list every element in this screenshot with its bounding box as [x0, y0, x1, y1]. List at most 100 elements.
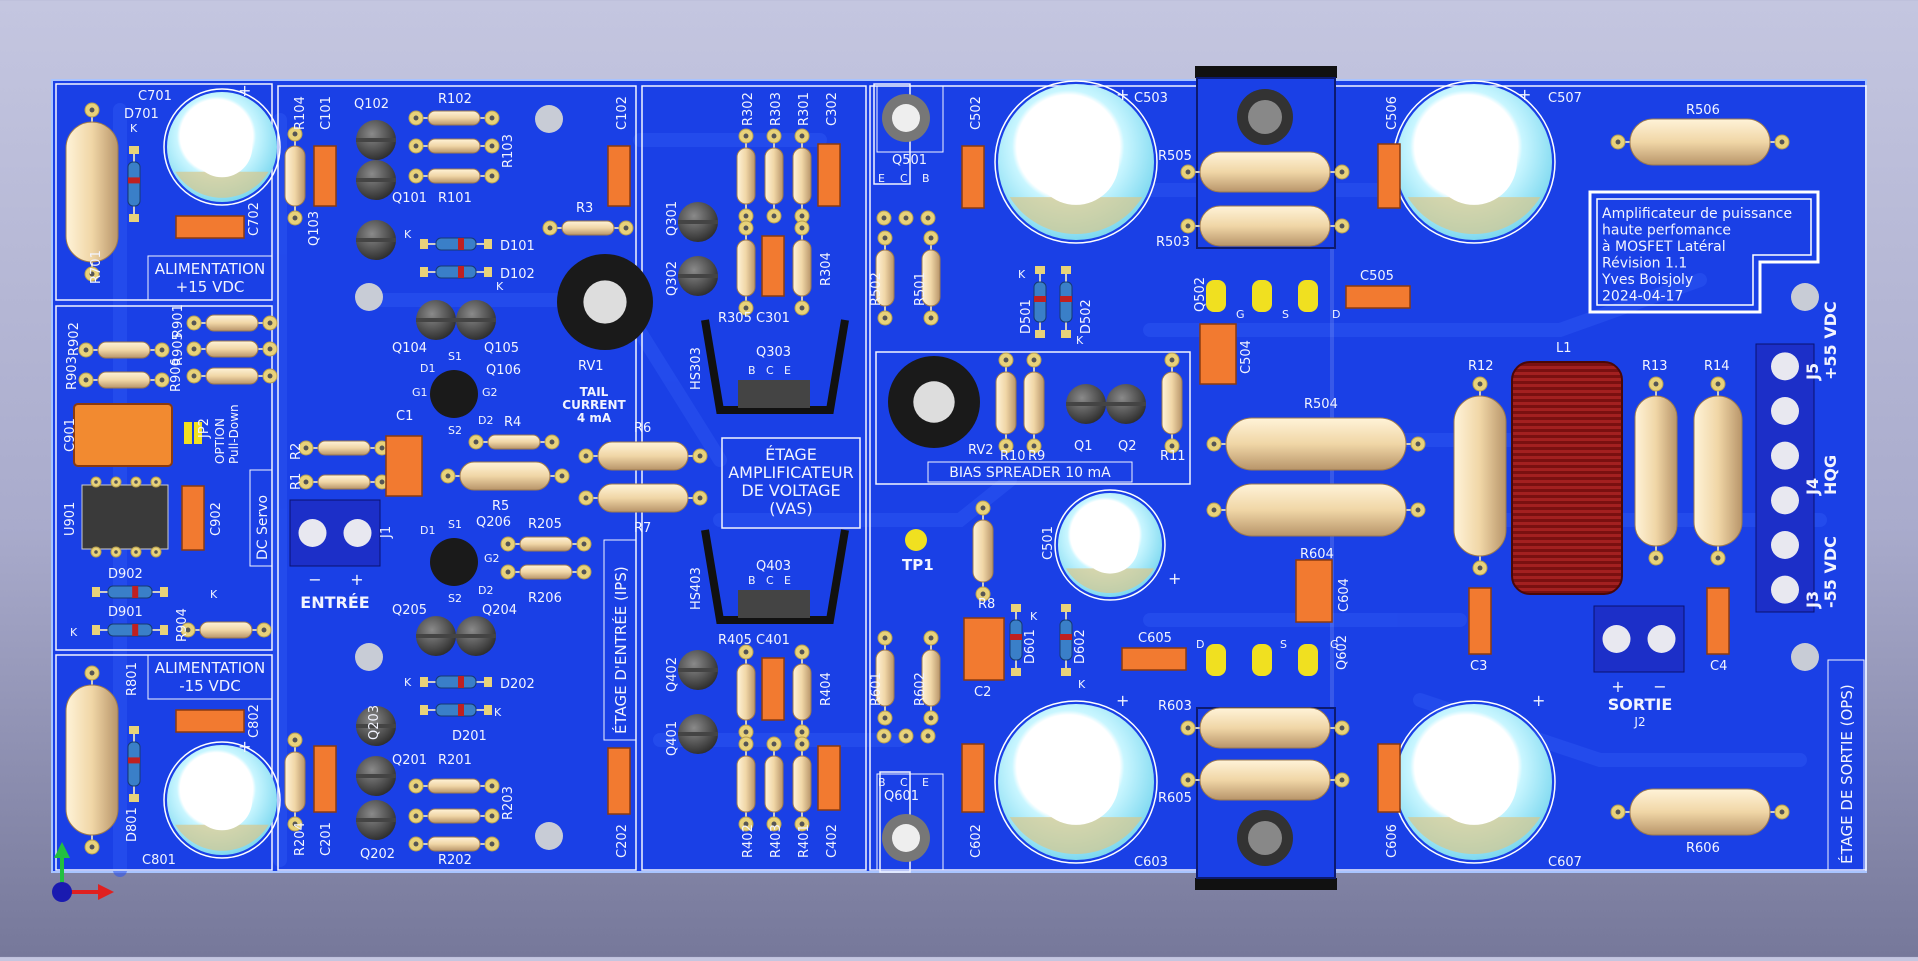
- ref-q204: Q204: [482, 603, 517, 618]
- section-title-dc-servo: DC Servo: [255, 495, 271, 560]
- section-title-ips: ÉTAGE D'ENTRÉE (IPS): [611, 566, 630, 734]
- resistor: [1634, 384, 1678, 558]
- smd-capacitor: [1706, 587, 1730, 655]
- ref-d202: D202: [500, 677, 535, 692]
- ref-c202: C202: [615, 824, 630, 858]
- diode: [1059, 604, 1073, 676]
- ref-q502: Q502: [1193, 277, 1208, 312]
- pin-label-g: G: [1236, 308, 1245, 321]
- diode: [420, 237, 492, 251]
- transistor: [1066, 384, 1106, 424]
- resistor: [508, 536, 584, 552]
- ref-r602: R602: [913, 672, 928, 706]
- ref-r2: R2: [289, 443, 304, 460]
- transistor: [356, 160, 396, 200]
- label-j3: J3-55 VDC: [1803, 536, 1840, 609]
- ref-q501: Q501: [892, 153, 927, 168]
- option-pulldown-label: OPTIONPull-Down: [213, 404, 241, 464]
- section-title-psu-neg: ALIMENTATION-15 VDC: [155, 659, 265, 695]
- ref-r605: R605: [1158, 791, 1192, 806]
- terminal-j3-j5-power: [1755, 343, 1815, 613]
- transistor: [456, 616, 496, 656]
- smd-capacitor: [385, 435, 423, 497]
- ref-r606: R606: [1686, 841, 1720, 856]
- ref-r12: R12: [1468, 359, 1494, 374]
- ref-r801: R801: [125, 662, 140, 696]
- ref-c505: C505: [1360, 269, 1394, 284]
- ref-d602: D602: [1073, 629, 1088, 664]
- pin-label-k: K: [494, 706, 502, 719]
- smd-capacitor: [961, 743, 985, 813]
- pin-label-s1: S1: [448, 518, 462, 531]
- ref-r404: R404: [819, 672, 834, 706]
- ref-c603: C603: [1134, 855, 1168, 870]
- ref-r901: R901: [171, 304, 186, 338]
- resistor: [416, 808, 492, 824]
- terminal-j2-output: [1593, 605, 1685, 673]
- ref-q105: Q105: [484, 341, 519, 356]
- pin-label-d1: D1: [420, 362, 435, 375]
- ref-r11: R11: [1160, 449, 1186, 464]
- smd-capacitor: [1377, 743, 1401, 813]
- pin-label-plus: +: [1532, 691, 1545, 710]
- transistor: [356, 706, 396, 746]
- resistor: [586, 441, 700, 471]
- pin-label-s: S: [1280, 638, 1287, 651]
- ref-c501: C501: [1041, 526, 1056, 560]
- resistor: [284, 134, 306, 218]
- pin-label-s2: S2: [448, 424, 462, 437]
- smd-capacitor: [313, 145, 337, 207]
- electrolytic-capacitor: [994, 80, 1158, 244]
- resistor: [736, 228, 756, 308]
- resistor: [1618, 118, 1782, 166]
- resistor: [1023, 360, 1045, 446]
- transistor: [356, 800, 396, 840]
- ref-c201: C201: [319, 822, 334, 856]
- ref-q101: Q101: [392, 191, 427, 206]
- ref-r7: R7: [634, 521, 651, 536]
- resistor: [1161, 360, 1183, 446]
- resistor: [416, 836, 492, 852]
- transistor: [678, 202, 718, 242]
- resistor: [416, 138, 492, 154]
- ref-c101: C101: [319, 96, 334, 130]
- resistor: [1453, 384, 1507, 568]
- diode-d901: [92, 623, 168, 637]
- ref-r906: R906: [169, 358, 184, 392]
- transistor: [678, 714, 718, 754]
- ref-q402: Q402: [665, 657, 680, 692]
- ref-d102: D102: [500, 267, 535, 282]
- resistor: [194, 340, 270, 358]
- ref-d101: D101: [500, 239, 535, 254]
- ref-q602: Q602: [1335, 635, 1350, 670]
- ic-u901: [81, 484, 169, 550]
- pin-label-d2: D2: [478, 584, 493, 597]
- ref-r504: R504: [1304, 397, 1338, 412]
- j1-minus: −: [308, 570, 321, 589]
- diode: [1059, 266, 1073, 338]
- ref-q302: Q302: [665, 261, 680, 296]
- pin-label-plus: +: [1518, 85, 1531, 104]
- transistor: [416, 300, 456, 340]
- ref-r505: R505: [1158, 149, 1192, 164]
- ref-rv1: RV1: [578, 359, 604, 374]
- ref-d902: D902: [108, 567, 143, 582]
- pin-label-k: K: [1076, 334, 1084, 347]
- j1-plus: +: [350, 570, 363, 589]
- smd-capacitor: [1468, 587, 1492, 655]
- ref-r403: R403: [769, 824, 784, 858]
- ref-c506: C506: [1385, 96, 1400, 130]
- diode: [1033, 266, 1047, 338]
- resistor: [875, 238, 895, 318]
- resistor: [1188, 707, 1342, 749]
- resistor: [921, 638, 941, 718]
- smd-c902: [181, 485, 205, 551]
- pin-label-c: C: [766, 364, 774, 377]
- resistor: [792, 652, 812, 732]
- ref-q202: Q202: [360, 847, 395, 862]
- electrolytic-capacitor: [1392, 700, 1556, 864]
- transistor: [456, 300, 496, 340]
